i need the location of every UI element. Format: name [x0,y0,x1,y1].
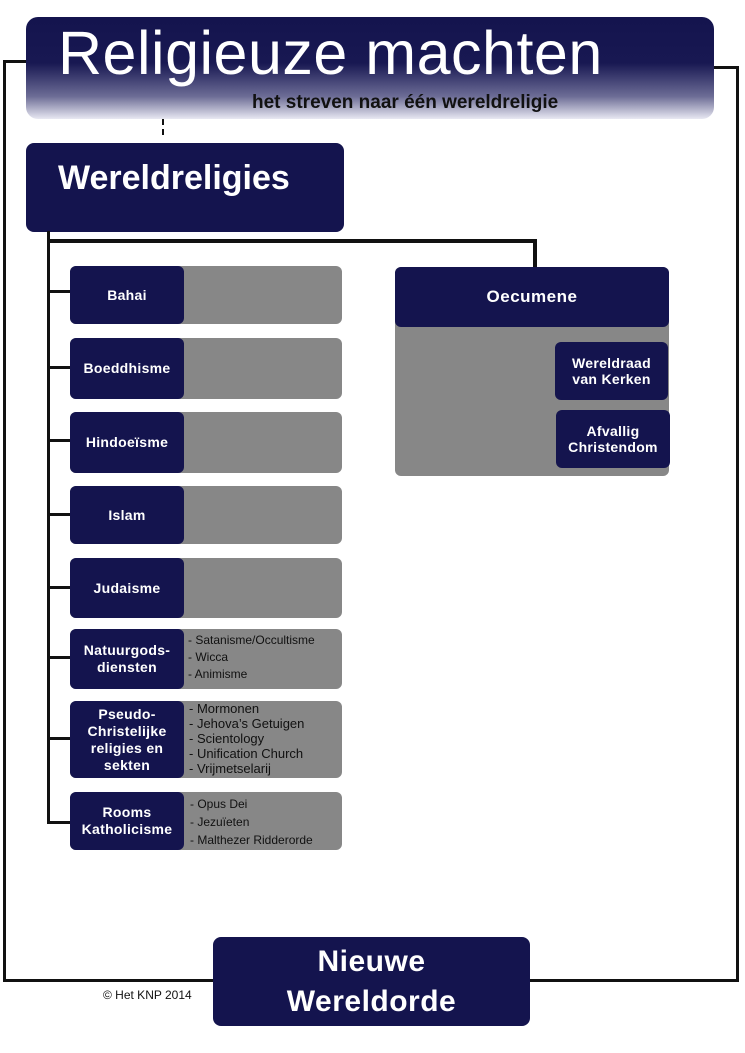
oecumene-child-line: Christendom [568,439,658,455]
page-title: Religieuze machten [58,19,603,87]
oecumene-child-line: van Kerken [572,371,651,387]
connector-rooms-katholicisme [47,821,72,824]
nwo-label-line: Nieuwe [317,944,426,978]
dashed-connector-1 [162,119,164,125]
outer-line-right [736,66,739,982]
religion-node-islam: Islam [70,486,184,544]
connector-hindoeisme [47,439,72,442]
page-subtitle: het streven naar één wereldreligie [252,92,559,113]
sublist-item: - Jezuïeten [190,815,250,829]
tree-trunk-line [47,231,50,824]
sublist-item: - Vrijmetselarij [189,761,271,776]
religion-node-pseudo-christelijk: Pseudo- Christelijke religies en sekten [70,701,184,778]
religion-node-boeddhisme: Boeddhisme [70,338,184,399]
outer-line-bottom-right [529,979,739,982]
connector-bahai [47,290,72,293]
oecumene-node: Oecumene [395,267,669,327]
oecumene-child-line: Afvallig [586,423,640,439]
religion-node-judaisme: Judaisme [70,558,184,618]
oecumene-child-wereldraad: Wereldraad van Kerken [555,342,668,400]
connector-islam [47,513,72,516]
religion-label-line: Pseudo- [98,705,156,722]
outer-line-bottom-left [3,979,214,982]
connector-pseudo-christelijk [47,737,72,740]
sublist-item: - Unification Church [189,746,304,761]
religion-node-hindoeisme: Hindoeïsme [70,412,184,473]
religion-label-hindoeisme: Hindoeïsme [85,434,169,450]
branch-line-horizontal [47,239,536,243]
outer-line-left-top [3,60,28,63]
oecumene-label: Oecumene [486,287,578,306]
connector-boeddhisme [47,366,72,369]
sublist-item: - Mormonen [189,701,260,716]
copyright-text: © Het KNP 2014 [103,988,192,1002]
sublist-item: - Animisme [188,667,248,681]
outer-line-right-top [712,66,739,69]
religion-node-bahai: Bahai [70,266,184,324]
nieuwe-wereldorde-node: Nieuwe Wereldorde [213,937,530,1026]
religion-label-line: sekten [103,756,151,773]
religion-label-line: religies en [90,739,164,756]
religion-label-line: Christelijke [87,722,167,739]
dashed-connector-2 [162,129,164,135]
religion-label-line: Rooms [102,804,152,820]
sublist-item: - Opus Dei [190,797,248,811]
religion-label-line: Katholicisme [81,821,173,837]
connector-judaisme [47,586,72,589]
religion-label-line: Natuurgods- [83,642,171,658]
religion-node-natuurgodsdiensten: Natuurgods- diensten [70,629,184,689]
wereldreligies-node: Wereldreligies [26,143,344,232]
religion-label-islam: Islam [108,506,146,523]
sublist-item: - Satanisme/Occultisme [188,633,315,647]
sublist-item: - Malthezer Ridderorde [190,833,313,847]
sublist-item: - Scientology [189,731,265,746]
connector-natuurgodsdiensten [47,656,72,659]
sublist-natuurgodsdiensten: - Satanisme/Occultisme - Wicca - Animism… [188,632,315,683]
oecumene-child-line: Wereldraad [572,355,651,371]
branch-line-oecumene [533,239,537,268]
sublist-item: - Wicca [188,650,228,664]
title-banner [26,17,714,119]
sublist-item: - Jehova’s Getuigen [189,716,305,731]
nwo-label-line: Wereldorde [286,984,457,1018]
sublist-pseudo-christelijk: - Mormonen - Jehova’s Getuigen - Sciento… [189,701,304,776]
religion-label-line: diensten [97,659,157,675]
oecumene-child-afvallig: Afvallig Christendom [556,410,670,468]
wereldreligies-label: Wereldreligies [58,159,290,197]
religion-node-rooms-katholicisme: Rooms Katholicisme [70,792,184,850]
sublist-rooms-katholicisme: - Opus Dei - Jezuïeten - Malthezer Ridde… [190,795,313,849]
outer-line-left [3,60,6,982]
religion-label-bahai: Bahai [107,286,147,303]
religion-label-boeddhisme: Boeddhisme [83,360,171,376]
religion-label-judaisme: Judaisme [93,579,161,596]
